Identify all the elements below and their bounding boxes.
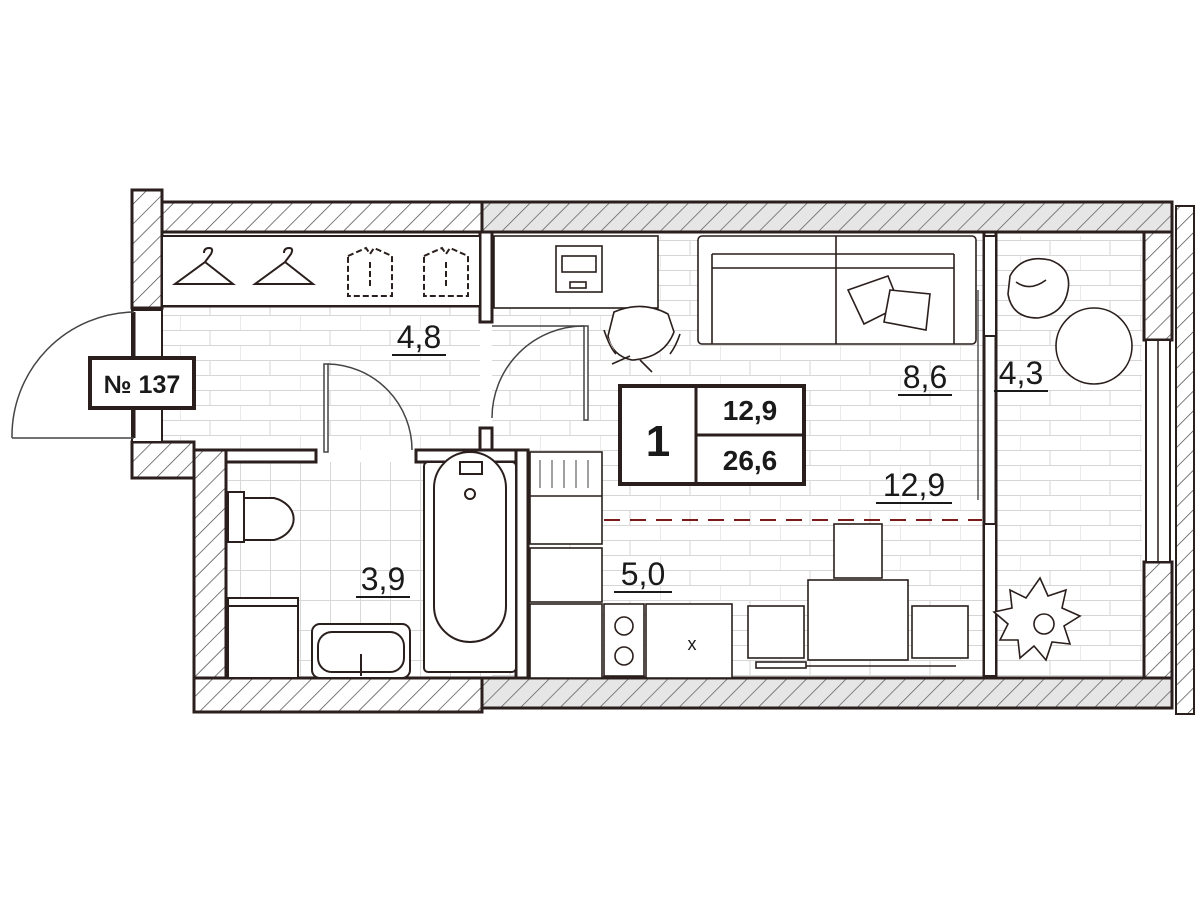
apartment-number: № 137 [104, 371, 181, 399]
shirt-icon [347, 246, 393, 297]
dining-set [747, 523, 969, 669]
sink-icon [311, 623, 411, 679]
desk [493, 235, 659, 309]
bathtub-icon [423, 451, 517, 673]
balcony-table [1055, 307, 1133, 385]
wall-top-right [480, 200, 1174, 234]
svg-text:8,6: 8,6 [903, 359, 947, 395]
partition-hall-room-top [478, 230, 494, 324]
balcony-furniture [992, 257, 1133, 662]
shirt-icon [423, 246, 469, 297]
oven [645, 603, 733, 679]
svg-text:12,9: 12,9 [883, 467, 945, 503]
toilet-icon [227, 491, 295, 543]
kitchen-area-label: 5,0 [614, 556, 672, 593]
total-area: 26,6 [723, 445, 778, 476]
area-summary-box: 1 12,9 26,6 [618, 384, 806, 486]
partition-bath-kitchen [514, 448, 530, 680]
bathroom-door [323, 363, 413, 453]
bathroom-area-label: 3,9 [356, 561, 410, 598]
kitchen-counter [529, 547, 603, 603]
room-furniture [493, 235, 977, 669]
hanger-icon [251, 246, 316, 285]
svg-text:4,3: 4,3 [999, 355, 1043, 391]
stove-mark: x [688, 634, 697, 654]
area-labels: № 137 1 12,9 26,6 4,8 3,9 5,0 8,6 12,9 [88, 319, 1048, 598]
plant-icon [992, 576, 1082, 662]
living-zone-area-label: 8,6 [898, 359, 952, 396]
svg-text:5,0: 5,0 [621, 556, 665, 592]
wall-top-left [160, 200, 484, 234]
kitchen: x [529, 451, 733, 679]
wall-bottom-right [480, 676, 1174, 710]
wall-balcony-top [1142, 230, 1174, 342]
room-area-label: 12,9 [876, 467, 952, 504]
laptop-icon [555, 245, 603, 293]
balcony-area-label: 4,3 [994, 355, 1048, 392]
chair-icon [603, 305, 681, 373]
wall-balcony-bottom [1142, 560, 1174, 680]
living-area: 12,9 [723, 395, 778, 426]
washing-machine [227, 597, 299, 679]
svg-text:4,8: 4,8 [397, 319, 441, 355]
wall-left-top [130, 188, 164, 310]
partition-hall-room-bottom [478, 426, 494, 452]
kitchen-counter-bottom [529, 603, 603, 679]
hanger-icon [171, 246, 236, 285]
wardrobe [161, 235, 481, 307]
hob-icon [603, 603, 645, 677]
svg-text:3,9: 3,9 [361, 561, 405, 597]
wall-bath-left [192, 448, 228, 714]
wall-left-bottom [130, 440, 196, 480]
pillow-icon [846, 274, 931, 331]
hallway-area-label: 4,8 [392, 319, 446, 356]
rooms-count: 1 [646, 417, 670, 466]
partition-hall-bath [224, 448, 318, 464]
wall-bottom-left [192, 676, 484, 714]
wall-facade-strip [1175, 205, 1195, 715]
sofa [697, 235, 977, 345]
fridge [529, 451, 603, 545]
armchair-icon [1007, 257, 1070, 319]
apartment-number-badge: № 137 [88, 356, 196, 410]
room-door [491, 325, 589, 421]
bathroom-fixtures [227, 451, 517, 679]
